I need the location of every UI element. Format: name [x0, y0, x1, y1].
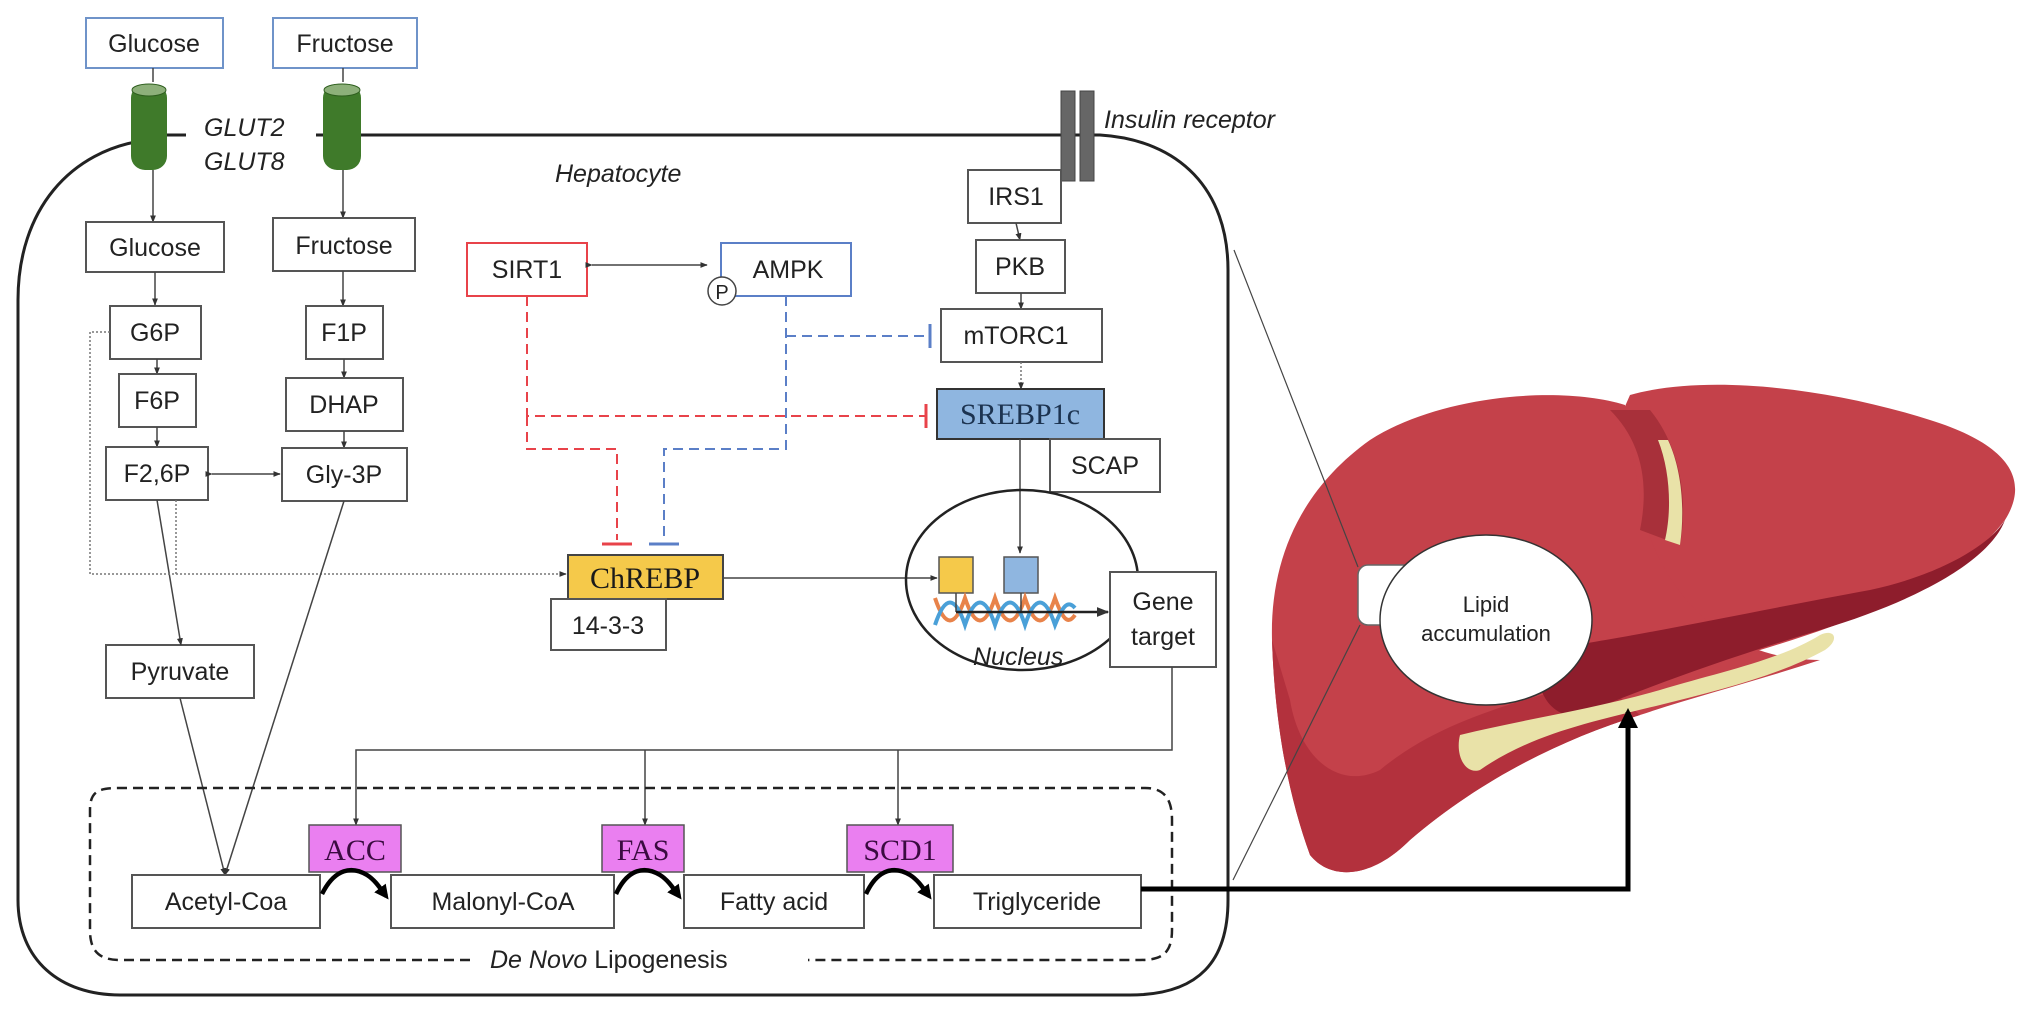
triglyceride-to-liver-arrow	[1141, 708, 1638, 892]
lipid-accumulation-line2: accumulation	[1421, 621, 1551, 646]
liver-fat-strip-upper	[1658, 440, 1683, 545]
glut-transporter-glucose	[131, 83, 167, 170]
sirt1-box	[466, 242, 588, 297]
f26p-box	[105, 446, 209, 501]
conversion-arrow-scd1	[863, 867, 932, 900]
liver-illustration: Lipid accumulation	[1271, 384, 2016, 873]
substrate-malonyl-coa-label: Malonyl-CoA	[431, 888, 574, 916]
gly3p-box	[281, 447, 408, 502]
liver-underside-dark	[1538, 520, 2005, 716]
hepatocyte-membrane	[16, 133, 1230, 997]
f1p-label: F1P	[321, 319, 367, 347]
glut8-label: GLUT8	[204, 148, 285, 176]
pkb-box	[975, 239, 1066, 294]
ampk-box	[720, 242, 852, 297]
fructose-label: Fructose	[295, 232, 392, 260]
hepatocyte-label: Hepatocyte	[555, 160, 681, 188]
substrate-fatty-acid-label: Fatty acid	[720, 888, 828, 916]
extracellular-fructose-box	[272, 17, 418, 69]
f1p-box	[305, 305, 384, 360]
fructose-box	[272, 217, 416, 272]
gly3p-label: Gly-3P	[306, 461, 382, 489]
dhap-label: DHAP	[309, 391, 378, 419]
substrate-fatty-acid-box	[683, 874, 865, 929]
f26p-label: F2,6P	[124, 460, 191, 488]
glut-transporter-fructose	[323, 83, 361, 170]
substrate-triglyceride-label: Triglyceride	[973, 888, 1101, 916]
lipogenesis-title-italic: De Novo	[490, 946, 587, 974]
irs1-box	[967, 169, 1062, 224]
lipogenesis-title: De Novo Lipogenesis	[490, 946, 728, 974]
f6p-label: F6P	[134, 387, 180, 415]
enzyme-scd1-label: SCD1	[863, 834, 936, 867]
extracellular-glucose-box	[85, 17, 224, 69]
substrate-acetyl-coa-label: Acetyl-Coa	[165, 888, 287, 916]
chrebp-bound-icon	[938, 556, 974, 594]
mtorc1-box	[940, 308, 1103, 363]
pyruvate-label: Pyruvate	[131, 658, 230, 686]
pyruvate-to-acetylcoa-link	[179, 697, 227, 876]
srebp1c-label: SREBP1c	[960, 398, 1080, 431]
pyruvate-box	[105, 644, 255, 699]
pkb-label: PKB	[995, 253, 1045, 281]
lipogenesis-title-rest: Lipogenesis	[587, 946, 727, 974]
enzyme-fas-box	[601, 824, 685, 873]
dhap-box	[285, 377, 404, 432]
phosphorylation-icon	[707, 276, 737, 306]
arrow	[156, 499, 183, 646]
mtorc1-label: mTORC1	[963, 322, 1068, 350]
enzyme-scd1-box	[846, 824, 954, 873]
enzyme-acc-label: ACC	[324, 834, 386, 867]
substrate-malonyl-coa-box	[390, 874, 615, 929]
insulin-receptor-icon	[1060, 90, 1095, 182]
scap-box	[1049, 438, 1161, 493]
dna-helix-icon	[933, 591, 1077, 632]
extracellular-glucose-label: Glucose	[108, 30, 200, 58]
substrate-triglyceride-box	[933, 874, 1142, 929]
irs1-label: IRS1	[988, 183, 1044, 211]
gene-target-to-acc-link	[353, 667, 1173, 826]
scap-label: SCAP	[1071, 452, 1139, 480]
arrow	[1015, 222, 1022, 241]
conversion-arrow-fas	[613, 867, 682, 900]
insulin-receptor-label: Insulin receptor	[1104, 106, 1277, 134]
zoom-line-bottom	[1232, 624, 1361, 881]
g6p-to-chrebp-link	[89, 331, 567, 577]
lipid-accumulation-line1: Lipid	[1463, 592, 1509, 617]
sirt1-inhibition-lines	[526, 296, 925, 540]
glut2-label: GLUT2	[204, 114, 285, 142]
conversion-arrow-acc	[319, 867, 389, 900]
zoom-line-top	[1233, 249, 1359, 568]
phosphorylation-label: P	[715, 282, 728, 304]
gene-target-line1: Gene	[1132, 588, 1193, 616]
ampk-inhibition-lines	[663, 296, 929, 540]
enzyme-fas-label: FAS	[617, 834, 670, 867]
gene-target-box	[1109, 571, 1217, 668]
partner-14-3-3-label: 14-3-3	[572, 612, 644, 640]
ampk-label: AMPK	[753, 256, 824, 284]
liver-fat-strip-lower	[1458, 632, 1835, 771]
f6p-box	[118, 373, 197, 428]
sirt1-label: SIRT1	[492, 256, 562, 284]
glucose-label: Glucose	[109, 234, 201, 262]
gly3p-to-acetylcoa-link	[224, 500, 345, 876]
chrebp-box	[567, 554, 724, 600]
partner-14-3-3-box	[550, 598, 667, 651]
lipid-accumulation-callout	[1379, 534, 1593, 706]
gene-target-line2: target	[1131, 623, 1195, 651]
nucleus-label: Nucleus	[973, 643, 1063, 671]
substrate-acetyl-coa-box	[131, 874, 321, 929]
chrebp-label: ChREBP	[590, 562, 700, 595]
lipogenesis-boundary	[88, 786, 1174, 962]
extracellular-fructose-label: Fructose	[296, 30, 393, 58]
srebp1c-box	[936, 388, 1105, 440]
srebp-bound-icon	[1003, 556, 1039, 594]
g6p-label: G6P	[130, 319, 180, 347]
